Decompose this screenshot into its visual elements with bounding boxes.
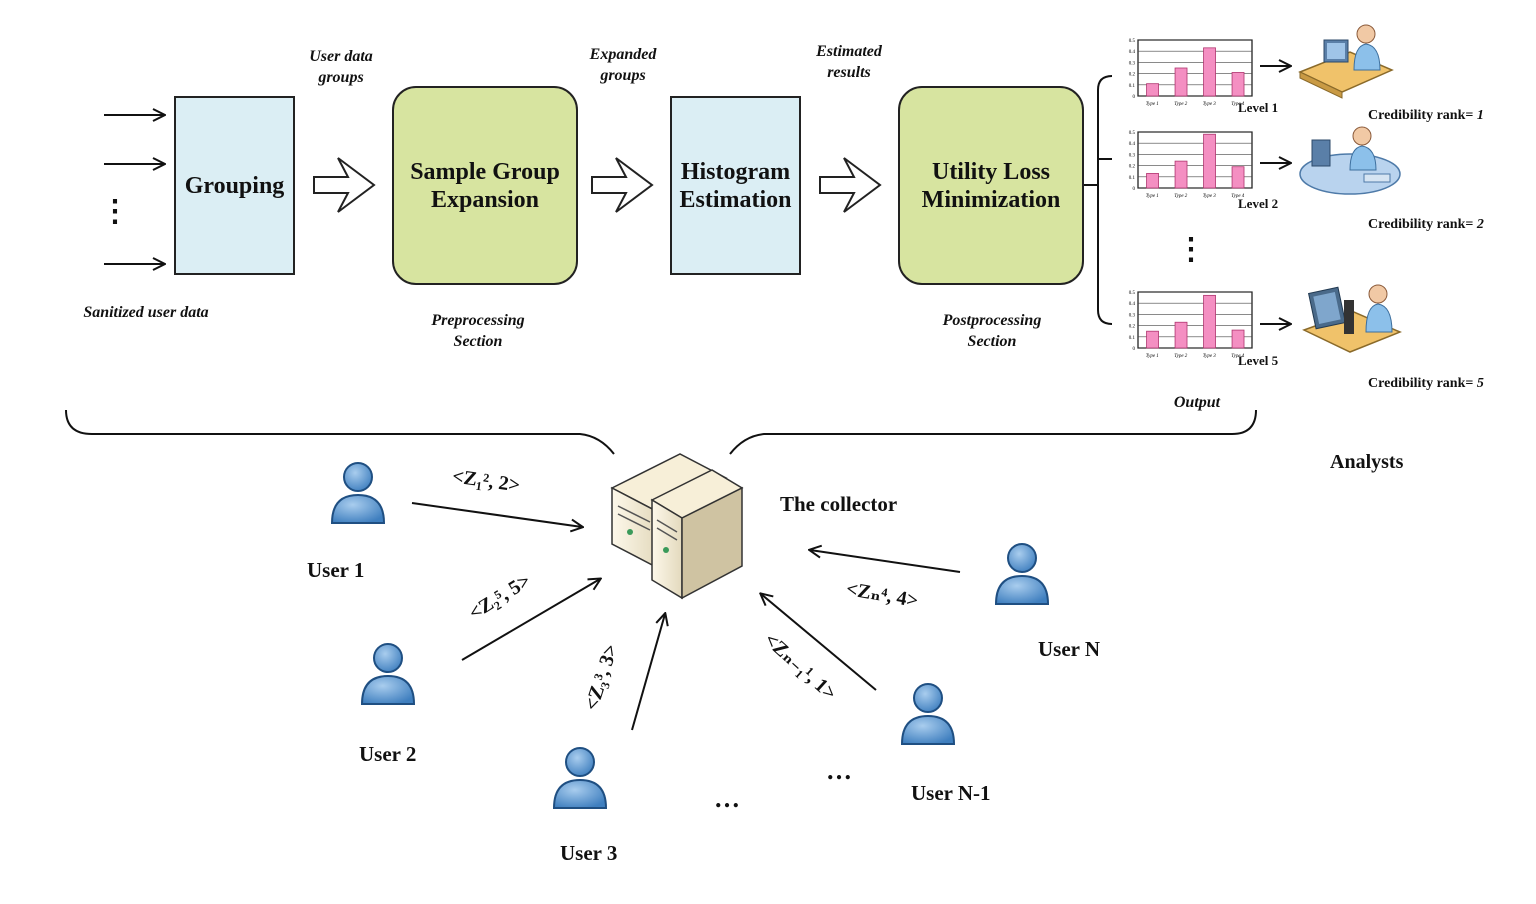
input-more-dots: ⋮ (100, 195, 130, 228)
analyst-icon-3 (1302, 284, 1402, 353)
chart-tick-label: 0 (1133, 95, 1136, 100)
chart-tick-label: 0.3 (1129, 313, 1136, 318)
chart-tick-label: 0.4 (1129, 302, 1136, 307)
chart-bar (1203, 47, 1216, 97)
analyst-icon-1 (1298, 24, 1394, 99)
analysts-label: Analysts (1330, 451, 1404, 473)
user3-label: User 3 (560, 841, 618, 865)
credibility-rank-1: Credibility rank= 1 (1368, 108, 1484, 123)
level5-label: Level 5 (1238, 353, 1279, 368)
user1-label: User 1 (307, 558, 365, 582)
block-arrow-3 (819, 157, 882, 213)
level2-label: Level 2 (1238, 196, 1279, 211)
chart-bar (1146, 83, 1159, 97)
chart-category-label: Type 2 (1174, 354, 1188, 359)
chart-bar (1174, 160, 1188, 189)
chart-category-label: Type 2 (1174, 102, 1188, 107)
chart-category-label: Type 3 (1203, 354, 1217, 359)
chart-bar (1231, 166, 1245, 189)
chart-tick-label: 0.4 (1129, 142, 1136, 147)
userN1-icon (900, 683, 956, 745)
chart-tick-label: 0.2 (1129, 73, 1136, 78)
level1-label: Level 1 (1238, 100, 1279, 115)
chart-bar (1146, 330, 1159, 349)
user2-label: User 2 (359, 742, 417, 766)
analyst-icon-2 (1299, 126, 1401, 195)
chart-category-label: Type 4 (1231, 194, 1245, 199)
userN-icon (994, 543, 1050, 605)
userN-arrow (810, 550, 961, 573)
chart-category-label: Type 4 (1231, 354, 1245, 359)
collector-brace (65, 409, 1257, 455)
chart-tick-label: 0.3 (1129, 153, 1136, 158)
chart-category-label: Type 1 (1146, 354, 1159, 359)
chart-bar (1146, 173, 1159, 189)
chart-tick-label: 0.1 (1129, 336, 1136, 341)
server-icon (610, 453, 744, 600)
chart-bar (1203, 133, 1216, 189)
credibility-rank-2: Credibility rank= 2 (1368, 217, 1484, 232)
chart-tick-label: 0.5 (1129, 291, 1136, 296)
chart-category-label: Type 3 (1203, 102, 1217, 107)
chart-bar (1231, 72, 1245, 97)
chart-bar (1174, 321, 1188, 349)
chart-category-label: Type 4 (1231, 102, 1245, 107)
grouping-box: Grouping (174, 96, 295, 275)
output-bracket (1097, 75, 1113, 325)
chart-tick-label: 0.1 (1129, 176, 1136, 181)
chart-category-label: Type 3 (1203, 194, 1217, 199)
user2-icon (360, 643, 416, 705)
level-more-dots: ⋮ (1176, 233, 1206, 266)
chart-category-label: Type 1 (1146, 102, 1159, 107)
chart-tick-label: 0.2 (1129, 325, 1136, 330)
user1-icon (330, 462, 386, 524)
userN1-label: User N-1 (911, 781, 991, 805)
user2-arrow (461, 579, 600, 661)
users-dots-2: … (826, 756, 852, 785)
chart-bar (1231, 329, 1245, 349)
block-arrow-2 (591, 157, 654, 213)
userN1-arrow (761, 594, 877, 691)
user1-arrow (411, 502, 582, 527)
users-dots-1: … (714, 784, 740, 813)
output-label: Output (1173, 394, 1221, 411)
user3-arrow (631, 614, 665, 731)
collector-label: The collector (780, 492, 898, 516)
chart-tick-label: 0 (1133, 187, 1136, 192)
user3-icon (552, 747, 608, 809)
grouping-label: Grouping (184, 172, 285, 199)
chart-tick-label: 0.2 (1129, 165, 1136, 170)
chart-tick-label: 0.4 (1129, 50, 1136, 55)
chart-tick-label: 0.1 (1129, 84, 1136, 89)
chart-tick-label: 0 (1133, 347, 1136, 352)
chart-tick-label: 0.3 (1129, 61, 1136, 66)
chart-category-label: Type 1 (1146, 194, 1159, 199)
chart-category-label: Type 2 (1174, 194, 1188, 199)
credibility-rank-5: Credibility rank= 5 (1368, 376, 1484, 391)
chart-tick-label: 0.5 (1129, 131, 1136, 136)
sanitized-user-data-label: Sanitized user data (83, 304, 209, 321)
userN-label: User N (1038, 637, 1101, 661)
chart-bar (1203, 294, 1216, 349)
chart-bar (1174, 67, 1188, 97)
block-arrow-1 (313, 157, 376, 213)
chart-tick-label: 0.5 (1129, 39, 1136, 44)
